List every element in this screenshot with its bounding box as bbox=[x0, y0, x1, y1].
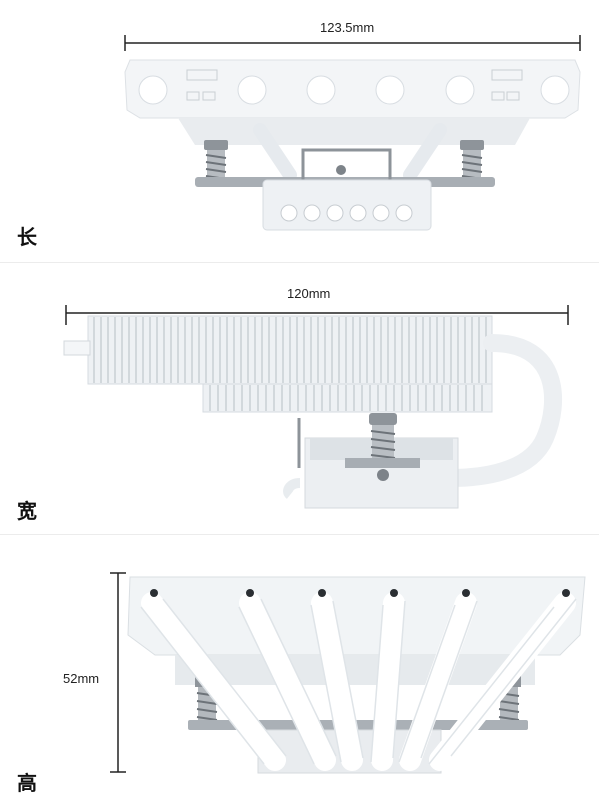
height-dimension-text: 52mm bbox=[63, 671, 100, 686]
heatpipe-loop bbox=[441, 334, 563, 487]
height-label: 高 bbox=[17, 771, 37, 795]
section-divider bbox=[0, 262, 599, 263]
width-dimension-line bbox=[65, 305, 569, 325]
length-dimension-text: 123.5mm bbox=[320, 20, 375, 35]
height-dimension-line bbox=[110, 572, 126, 773]
length-label: 长 bbox=[17, 225, 37, 249]
heatpipes bbox=[141, 592, 576, 771]
height-view-drawing bbox=[110, 572, 586, 774]
height-view-panel: 52mm 高 bbox=[0, 535, 599, 800]
section-divider bbox=[0, 534, 599, 535]
length-view-panel: 123.5mm 长 bbox=[0, 0, 599, 262]
width-label: 宽 bbox=[17, 499, 37, 523]
mounting-spring bbox=[345, 413, 420, 481]
length-view-drawing bbox=[124, 35, 581, 231]
fin-stack-top bbox=[124, 59, 581, 119]
mounting-spring-left bbox=[204, 140, 228, 180]
width-view-panel: 120mm 宽 bbox=[0, 263, 599, 534]
mounting-spring-right bbox=[460, 140, 484, 180]
width-dimension-text: 120mm bbox=[287, 286, 331, 301]
width-view-drawing bbox=[63, 305, 569, 509]
length-dimension-line bbox=[124, 35, 581, 51]
